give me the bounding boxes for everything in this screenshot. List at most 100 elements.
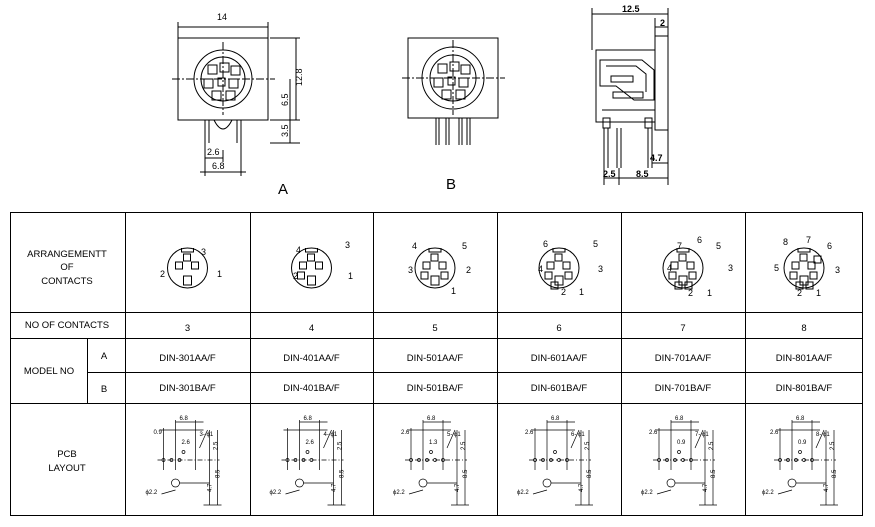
pcb-dimension: 1.3 xyxy=(429,440,438,446)
pin-number: 5 xyxy=(462,241,467,251)
row-header-arrangement-3: CONTACTS xyxy=(41,276,93,287)
row-header-pcb-1: PCB xyxy=(57,449,77,460)
pcb-dimension: 6.8 xyxy=(796,416,805,422)
pin-number: 6 xyxy=(543,239,548,249)
model-a: DIN-701AA/F xyxy=(655,353,712,364)
pcb-dimension: 8.5 xyxy=(832,469,838,478)
dim-a-pin-span: 6.8 xyxy=(212,161,225,171)
spec-table-grid xyxy=(10,212,863,516)
row-header-model-no: MODEL NO xyxy=(24,366,74,377)
model-a: DIN-501AA/F xyxy=(407,353,464,364)
pcb-dimension: 4.7 xyxy=(208,483,214,492)
dim-a-width: 14 xyxy=(217,12,227,22)
pcb-dimension: 2.6 xyxy=(770,430,779,436)
pcb-dimension: 2.5 xyxy=(338,441,344,450)
pcb-dimension: 3- ϕ1 xyxy=(200,432,214,438)
pin-number: 1 xyxy=(217,269,222,279)
dim-side-pin-off: 4.7 xyxy=(650,153,663,163)
row-header-model-b: B xyxy=(101,384,107,395)
model-b: DIN-801BA/F xyxy=(776,383,833,394)
contact-arrangement-diagram xyxy=(538,247,580,290)
pin-number: 1 xyxy=(707,288,712,298)
model-b: DIN-301BA/F xyxy=(159,383,216,394)
pcb-dimension: ϕ2.2 xyxy=(270,490,282,496)
pcb-dimension: 2.5 xyxy=(461,441,467,450)
pcb-dimension: ϕ2.2 xyxy=(762,490,774,496)
pcb-dimension: 8- ϕ1 xyxy=(816,432,830,438)
view-label-a: A xyxy=(278,181,288,198)
contact-count: 3 xyxy=(185,323,190,334)
front-view-a xyxy=(172,22,300,176)
pin-number: 3 xyxy=(598,264,603,274)
pcb-layout-drawing xyxy=(529,420,593,506)
pcb-dimension: 2.6 xyxy=(401,430,410,436)
pcb-dimension: 6.8 xyxy=(427,416,436,422)
view-label-b: B xyxy=(446,176,456,193)
pcb-dimension: 4.7 xyxy=(703,483,709,492)
contact-count: 4 xyxy=(309,323,314,334)
pcb-layout-drawing xyxy=(653,420,717,506)
pcb-dimension: 2.5 xyxy=(709,441,715,450)
pcb-dimension: 2.5 xyxy=(830,441,836,450)
model-b: DIN-601BA/F xyxy=(531,383,588,394)
pin-number: 3 xyxy=(201,247,206,257)
pcb-dimension: 4- ϕ1 xyxy=(324,432,338,438)
pcb-dimension: 2.6 xyxy=(649,430,658,436)
pcb-dimension: 4.7 xyxy=(579,483,585,492)
pcb-dimension: 8.5 xyxy=(711,469,717,478)
pcb-dimension: 6.8 xyxy=(180,416,189,422)
pcb-dimension: 4.7 xyxy=(455,483,461,492)
pcb-dimension: 2.5 xyxy=(214,441,220,450)
contact-count: 6 xyxy=(556,323,561,334)
row-header-no-contacts: NO OF CONTACTS xyxy=(25,320,109,331)
pin-number: 5 xyxy=(716,241,721,251)
pin-number: 5 xyxy=(593,239,598,249)
row-header-arrangement-1: ARRANGEMENTT xyxy=(27,249,107,260)
model-b: DIN-401BA/F xyxy=(283,383,340,394)
pin-number: 4 xyxy=(667,263,672,273)
pin-number: 1 xyxy=(579,287,584,297)
dim-side-pin-b: 8.5 xyxy=(636,169,649,179)
pcb-dimension: 6.8 xyxy=(304,416,313,422)
pin-number: 3 xyxy=(728,263,733,273)
pcb-dimension: 7- ϕ1 xyxy=(695,432,709,438)
pcb-dimension: ϕ2.2 xyxy=(146,490,158,496)
pcb-dimension: 2.6 xyxy=(182,440,191,446)
pcb-layout-drawing xyxy=(405,420,469,506)
pin-number: 4 xyxy=(412,241,417,251)
row-header-pcb-2: LAYOUT xyxy=(48,463,86,474)
contact-count: 7 xyxy=(680,323,685,334)
pcb-dimension: 6.8 xyxy=(675,416,684,422)
pcb-dimension: 6.8 xyxy=(551,416,560,422)
pin-number: 2 xyxy=(688,288,693,298)
dim-a-pin-len: 3.5 xyxy=(280,124,290,137)
pcb-dimension: 8.5 xyxy=(340,469,346,478)
dim-side-depth: 12.5 xyxy=(622,4,640,14)
pin-number: 4 xyxy=(296,245,301,255)
pcb-dimension: 0.9 xyxy=(798,440,807,446)
pin-number: 4 xyxy=(538,264,543,274)
pcb-layout-drawing xyxy=(281,420,346,506)
pcb-layout-drawing xyxy=(774,420,838,506)
pin-number: 2 xyxy=(561,287,566,297)
pin-number: 1 xyxy=(816,288,821,298)
model-a: DIN-301AA/F xyxy=(159,353,216,364)
pcb-dimension: ϕ2.2 xyxy=(393,490,405,496)
pin-number: 7 xyxy=(806,235,811,245)
pin-number: 3 xyxy=(345,240,350,250)
contact-arrangement-diagram xyxy=(167,247,208,289)
model-a: DIN-401AA/F xyxy=(283,353,340,364)
pin-number: 3 xyxy=(835,265,840,275)
model-a: DIN-601AA/F xyxy=(531,353,588,364)
pin-number: 8 xyxy=(783,237,788,247)
pin-number: 2 xyxy=(293,271,298,281)
contact-arrangement-diagram xyxy=(414,247,456,289)
pcb-dimension: 8.5 xyxy=(463,469,469,478)
pcb-dimension: 8.5 xyxy=(216,469,222,478)
dim-side-flange: 2 xyxy=(660,18,665,28)
